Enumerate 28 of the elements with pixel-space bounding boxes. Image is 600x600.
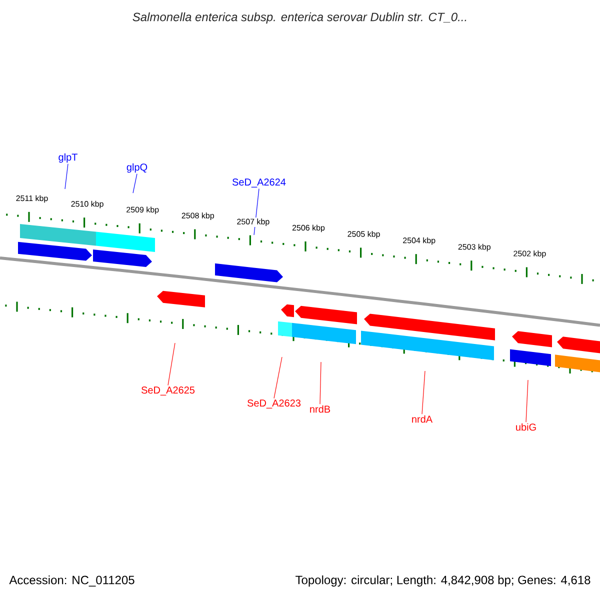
gene-label: SeD_A2625 (142, 386, 195, 396)
leader-line (168, 342, 176, 386)
tick-label: 2502 kbp (512, 250, 548, 259)
tick-label: 2506 kbp (291, 224, 326, 234)
leader-line (320, 362, 322, 404)
footer-text: Accession: NC_011205 (9, 575, 134, 587)
leader-line (422, 370, 426, 414)
tick-label: 2505 kbp (346, 230, 382, 240)
tick-label: 2504 kbp (402, 236, 437, 246)
footer-text: Topology: circular; Length: 4,842,908 bp; Genes: 4,618 (296, 575, 590, 587)
gene-label: SeD_A2623 (248, 400, 301, 408)
tick-label: 2508 kbp (180, 212, 216, 221)
gene-label: SeD_A2624 (232, 178, 286, 188)
leader-line (64, 164, 68, 190)
gene-label: nrdA (412, 415, 433, 423)
gene-label: glpQ (126, 163, 148, 173)
title: Salmonella enterica subsp. enterica serovar Dublin str. CT_0... (132, 12, 466, 24)
leader-line (274, 356, 282, 399)
tick-label: 2511 kbp (14, 194, 50, 204)
tick-label: 2503 kbp (456, 242, 492, 252)
gene-label: nrdB (310, 405, 330, 413)
tick-label: 2507 kbp (236, 218, 271, 227)
leader-line (526, 380, 528, 422)
gene-label: glpT (58, 153, 78, 163)
tick-label: 2509 kbp (125, 206, 160, 216)
tick-label: 2510 kbp (70, 200, 105, 210)
leader-line (132, 174, 138, 194)
gene-label: ubiG (516, 423, 536, 431)
